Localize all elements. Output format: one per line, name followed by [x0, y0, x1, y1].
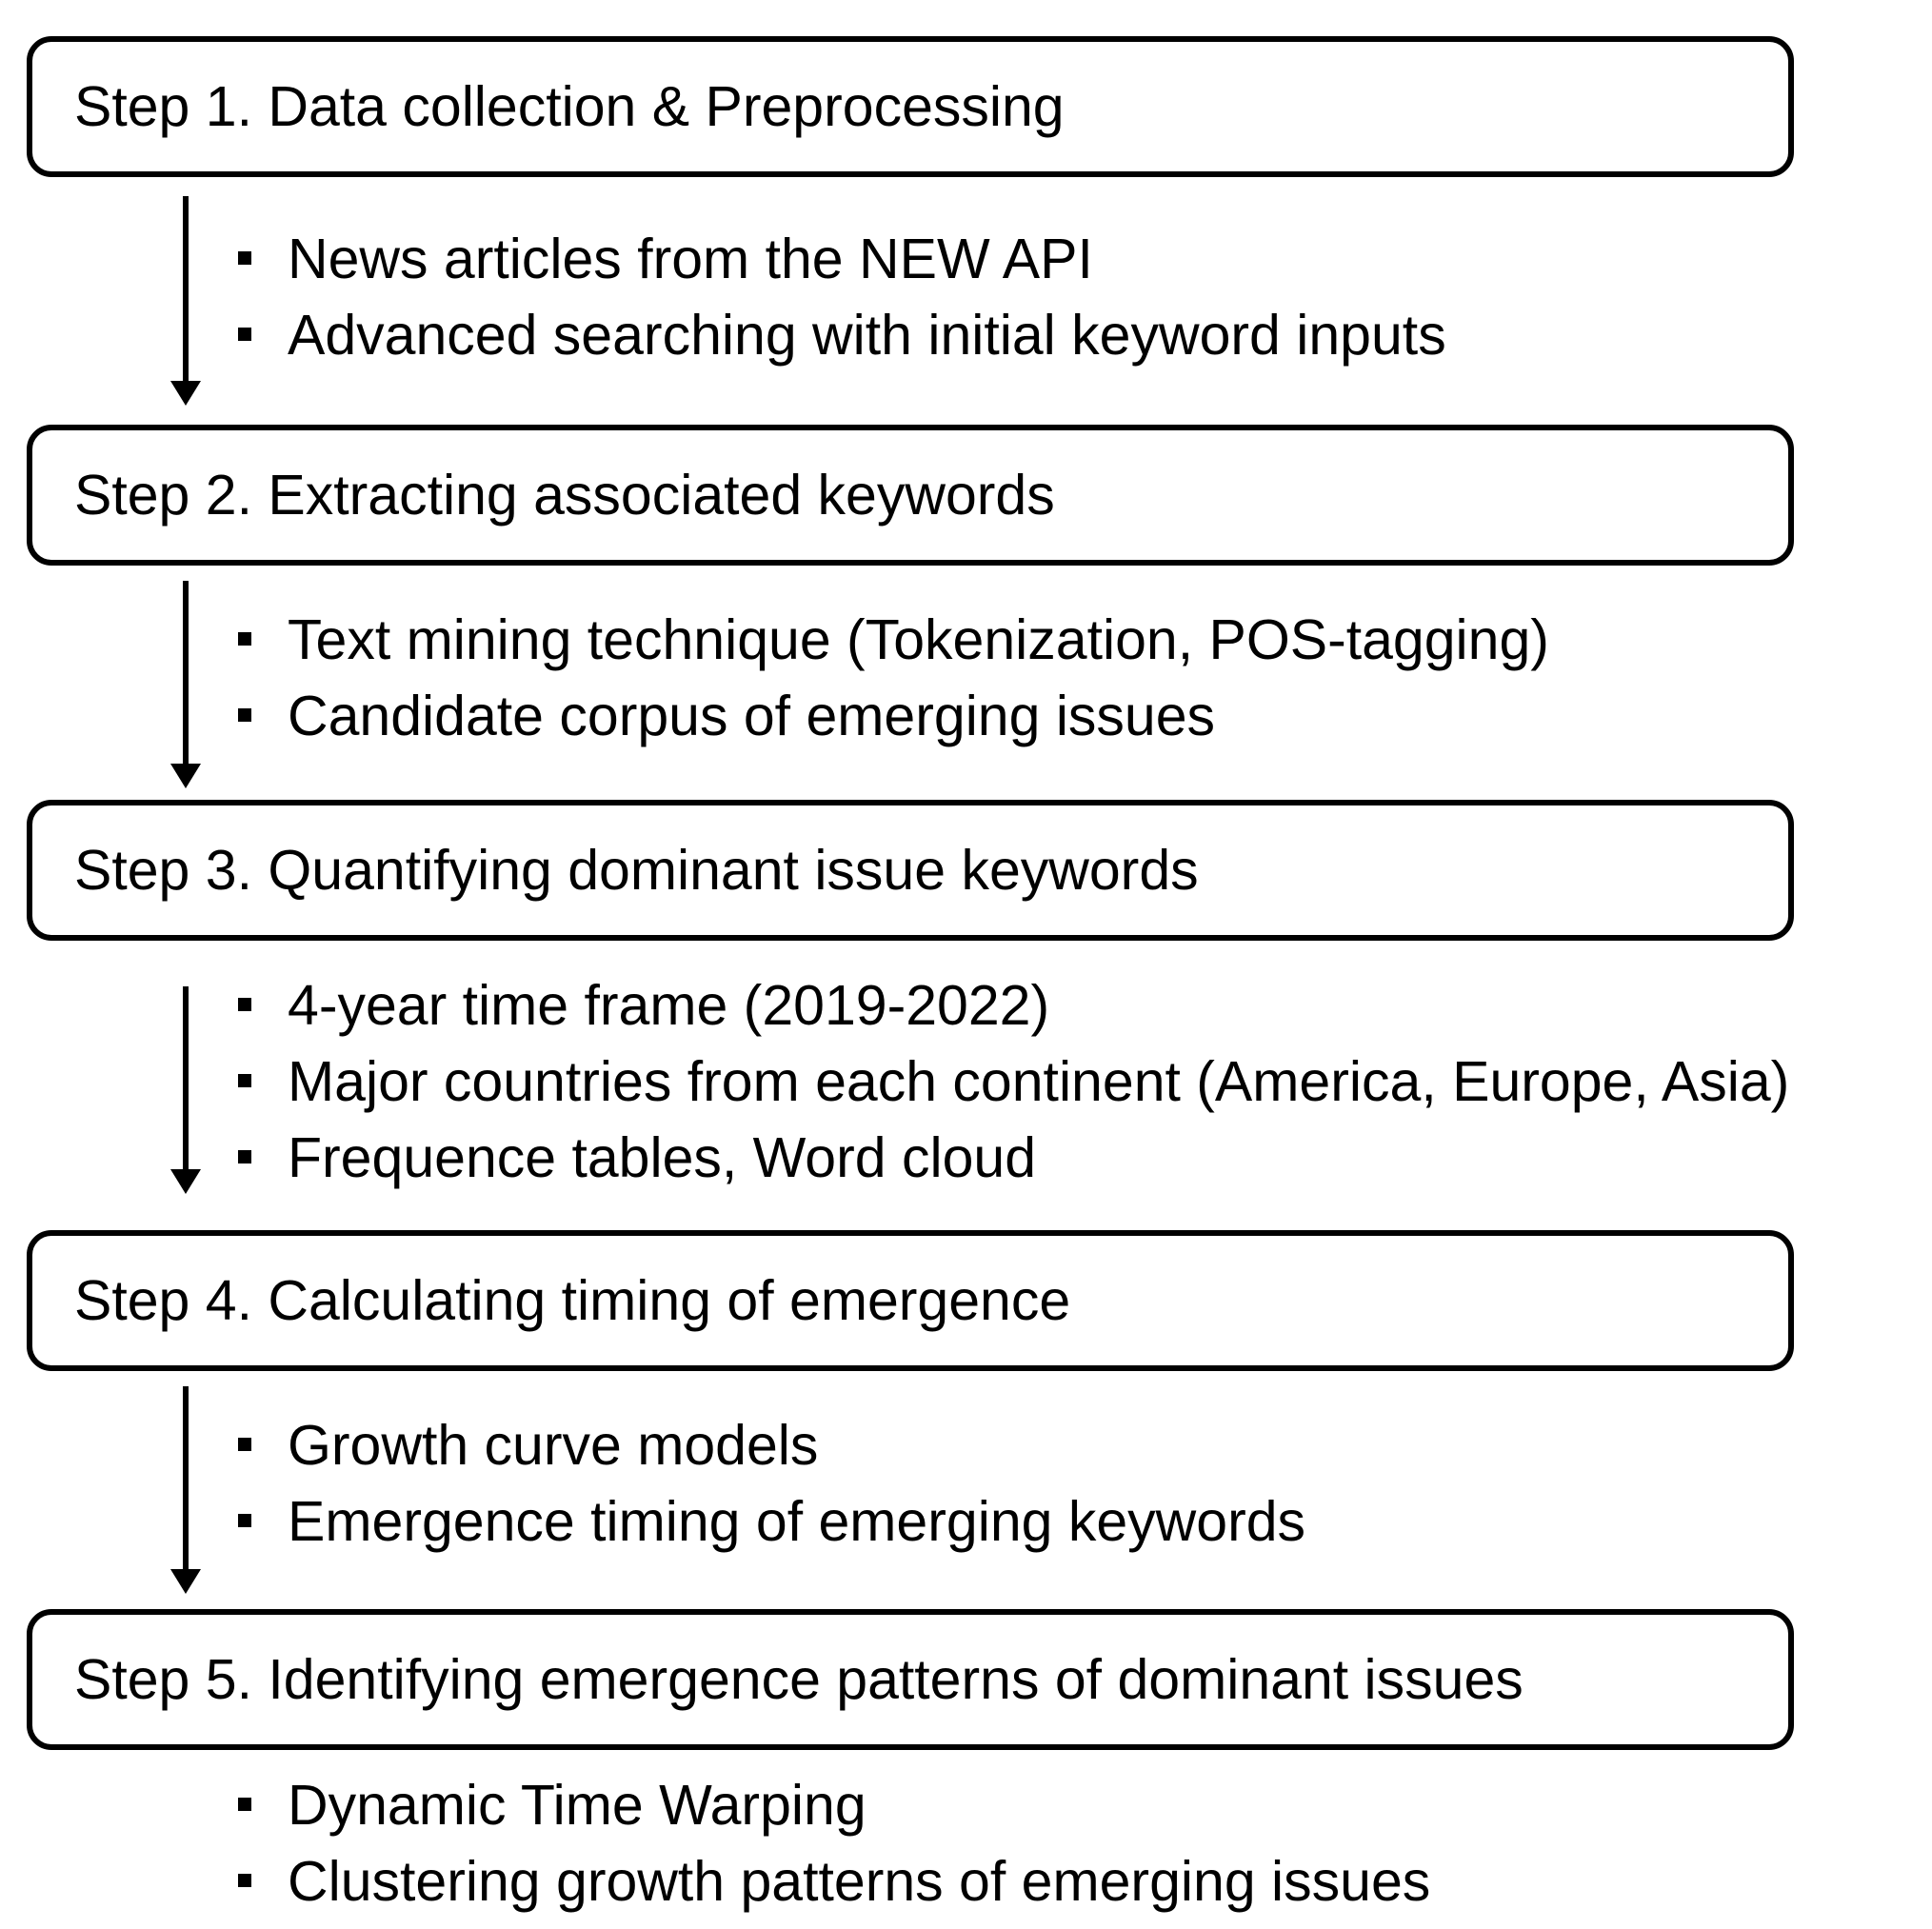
- square-bullet-icon: [238, 1874, 251, 1887]
- square-bullet-icon: [238, 1798, 251, 1811]
- arrow-step-1-to-2: [170, 196, 201, 406]
- square-bullet-icon: [238, 632, 251, 646]
- step-1-bullets: News articles from the NEW API Advanced …: [238, 221, 1446, 373]
- square-bullet-icon: [238, 1514, 251, 1527]
- square-bullet-icon: [238, 1074, 251, 1087]
- list-item: Major countries from each continent (Ame…: [238, 1044, 1789, 1120]
- square-bullet-icon: [238, 1438, 251, 1451]
- list-item: News articles from the NEW API: [238, 221, 1446, 297]
- step-4-bullets: Growth curve models Emergence timing of …: [238, 1407, 1305, 1560]
- step-2-box: Step 2. Extracting associated keywords: [27, 425, 1794, 566]
- step-2-bullets: Text mining technique (Tokenization, POS…: [238, 602, 1549, 754]
- square-bullet-icon: [238, 251, 251, 265]
- step-1-box: Step 1. Data collection & Preprocessing: [27, 36, 1794, 177]
- list-item: Text mining technique (Tokenization, POS…: [238, 602, 1549, 678]
- square-bullet-icon: [238, 708, 251, 722]
- step-5-title: Step 5. Identifying emergence patterns o…: [74, 1648, 1524, 1711]
- step-3-bullets: 4-year time frame (2019-2022) Major coun…: [238, 967, 1789, 1196]
- list-item: Emergence timing of emerging keywords: [238, 1483, 1305, 1560]
- list-item: Dynamic Time Warping: [238, 1767, 1430, 1843]
- list-item: Advanced searching with initial keyword …: [238, 297, 1446, 373]
- step-3-title: Step 3. Quantifying dominant issue keywo…: [74, 839, 1199, 902]
- step-3-box: Step 3. Quantifying dominant issue keywo…: [27, 800, 1794, 941]
- list-item: Clustering growth patterns of emerging i…: [238, 1843, 1430, 1919]
- list-item: Growth curve models: [238, 1407, 1305, 1483]
- list-item: Frequence tables, Word cloud: [238, 1120, 1789, 1196]
- square-bullet-icon: [238, 328, 251, 341]
- step-4-box: Step 4. Calculating timing of emergence: [27, 1230, 1794, 1371]
- step-4-title: Step 4. Calculating timing of emergence: [74, 1269, 1071, 1332]
- list-item: 4-year time frame (2019-2022): [238, 967, 1789, 1044]
- step-2-title: Step 2. Extracting associated keywords: [74, 464, 1055, 527]
- step-5-box: Step 5. Identifying emergence patterns o…: [27, 1609, 1794, 1750]
- arrow-step-4-to-5: [170, 1386, 201, 1594]
- arrow-step-3-to-4: [170, 986, 201, 1194]
- list-item: Candidate corpus of emerging issues: [238, 678, 1549, 754]
- arrow-step-2-to-3: [170, 581, 201, 788]
- square-bullet-icon: [238, 1150, 251, 1163]
- square-bullet-icon: [238, 998, 251, 1011]
- step-1-title: Step 1. Data collection & Preprocessing: [74, 75, 1065, 138]
- step-5-bullets: Dynamic Time Warping Clustering growth p…: [238, 1767, 1430, 1919]
